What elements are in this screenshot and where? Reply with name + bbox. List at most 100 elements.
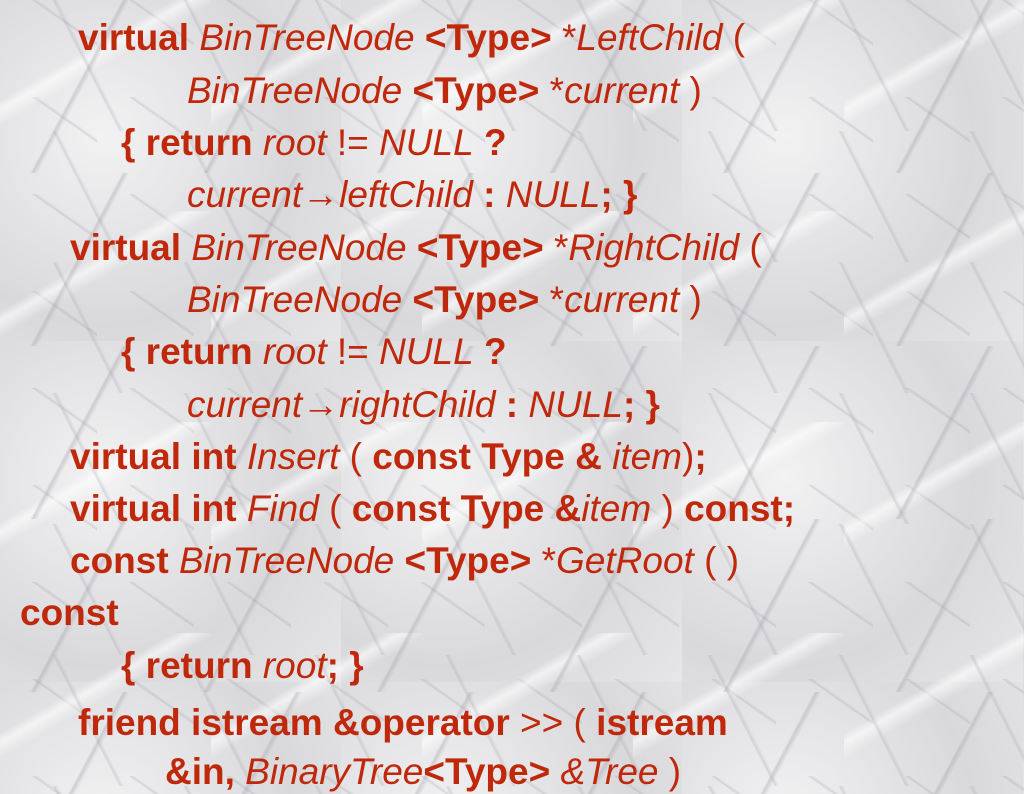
code-token: → xyxy=(302,174,340,215)
code-token xyxy=(237,488,247,529)
code-line: { return root; } xyxy=(121,644,364,688)
code-token xyxy=(473,174,483,215)
code-line: virtual int Find ( const Type &item ) co… xyxy=(70,487,795,531)
code-token: BinTreeNode xyxy=(191,227,407,268)
code-token xyxy=(253,645,263,686)
code-token: BinTreeNode xyxy=(178,540,395,581)
code-token: ? xyxy=(483,122,507,163)
code-token xyxy=(402,279,412,320)
code-token: ( xyxy=(722,17,746,58)
code-slide: virtual BinTreeNode <Type> *LeftChild ( … xyxy=(20,16,795,792)
code-token xyxy=(407,227,417,268)
code-token xyxy=(474,331,484,372)
code-line: const BinTreeNode <Type> *GetRoot ( ) xyxy=(70,539,739,583)
code-token: virtual xyxy=(70,227,182,268)
code-token: const xyxy=(70,540,169,581)
code-token: NULL xyxy=(505,174,601,215)
code-token: &Tree xyxy=(560,751,659,792)
code-token: const xyxy=(20,592,119,633)
code-token: : xyxy=(483,174,496,215)
code-token: ; xyxy=(694,436,707,477)
code-line: BinTreeNode <Type> *current ) xyxy=(187,278,702,322)
code-token: <Type> xyxy=(416,227,544,268)
code-line: current→rightChild : NULL; } xyxy=(187,383,660,427)
code-token: BinaryTree xyxy=(245,751,424,792)
code-token: <Type> xyxy=(404,540,532,581)
code-line: { return root != NULL ? xyxy=(121,121,507,165)
code-token: const Type & xyxy=(372,436,602,477)
code-token xyxy=(518,384,528,425)
code-token: NULL xyxy=(379,331,474,372)
code-token: friend istream &operator xyxy=(78,702,510,743)
code-token: ) xyxy=(651,488,685,529)
code-token: ( ) xyxy=(693,540,740,581)
code-token: ; } xyxy=(600,174,638,215)
code-token: ) xyxy=(679,70,702,111)
code-token: ( xyxy=(739,227,762,268)
code-token: BinTreeNode xyxy=(187,279,403,320)
code-token: ) xyxy=(679,279,702,320)
code-token: leftChild xyxy=(339,174,473,215)
code-token: <Type> xyxy=(412,70,540,111)
code-line: virtual int Insert ( const Type & item); xyxy=(70,435,707,479)
code-token: &in, xyxy=(165,751,235,792)
code-token: != xyxy=(326,122,380,163)
code-token: root xyxy=(262,331,327,372)
code-token: current xyxy=(564,70,680,111)
code-token: istream xyxy=(596,702,728,743)
code-token: <Type> xyxy=(424,17,552,58)
code-token: * xyxy=(539,70,565,111)
code-token: const Type & xyxy=(351,488,582,529)
code-token: BinTreeNode xyxy=(199,17,415,58)
code-token: virtual int xyxy=(70,488,237,529)
code-token: { return xyxy=(121,122,253,163)
code-token: NULL xyxy=(528,384,623,425)
code-token: current xyxy=(187,384,303,425)
code-token xyxy=(402,70,412,111)
code-token xyxy=(169,540,179,581)
code-line: virtual BinTreeNode <Type> *RightChild ( xyxy=(70,226,762,270)
code-token: LeftChild xyxy=(576,17,723,58)
code-token xyxy=(495,384,505,425)
code-token: Find xyxy=(246,488,319,529)
code-token: != xyxy=(326,331,380,372)
code-token xyxy=(415,17,425,58)
code-line: current→leftChild : NULL; } xyxy=(187,173,637,217)
code-token: <Type> xyxy=(412,279,540,320)
code-token xyxy=(394,540,404,581)
code-line: virtual BinTreeNode <Type> *LeftChild ( xyxy=(78,16,745,60)
code-token: : xyxy=(505,384,519,425)
code-token: rightChild xyxy=(339,384,496,425)
code-token xyxy=(495,174,505,215)
code-token: const; xyxy=(684,488,796,529)
code-token xyxy=(550,751,560,792)
code-token xyxy=(237,436,247,477)
code-token: NULL xyxy=(379,122,474,163)
code-line: const xyxy=(20,591,119,635)
code-token: * xyxy=(531,540,557,581)
code-token: root xyxy=(262,122,327,163)
code-token: <Type> xyxy=(423,751,551,792)
code-token: { return xyxy=(121,645,253,686)
code-token: RightChild xyxy=(568,227,740,268)
code-token xyxy=(235,751,245,792)
code-token xyxy=(474,122,484,163)
code-token: * xyxy=(539,279,565,320)
code-token: item xyxy=(581,488,652,529)
code-token: ( xyxy=(339,436,373,477)
code-token: root xyxy=(262,645,327,686)
code-line: BinTreeNode <Type> *current ) xyxy=(187,69,702,113)
code-token xyxy=(253,331,263,372)
code-token: ? xyxy=(483,331,507,372)
code-token xyxy=(602,436,612,477)
code-token: item xyxy=(612,436,683,477)
code-token: GetRoot xyxy=(556,540,694,581)
code-token: ) xyxy=(658,751,682,792)
code-token xyxy=(181,227,191,268)
code-token: >> ( xyxy=(509,702,597,743)
code-token: * xyxy=(551,17,577,58)
code-token: virtual xyxy=(78,17,190,58)
code-token: current xyxy=(564,279,680,320)
code-token xyxy=(189,17,199,58)
code-token: current xyxy=(187,174,303,215)
